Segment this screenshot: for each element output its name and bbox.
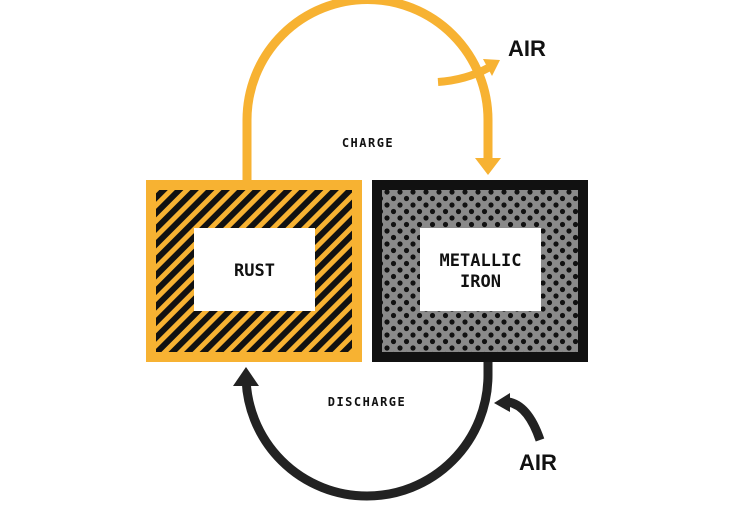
charge-label: CHARGE	[342, 136, 394, 150]
rust-box: RUST	[146, 180, 362, 362]
rust-label: RUST	[234, 261, 275, 281]
air-input-label: AIR	[519, 450, 557, 475]
air-output-label: AIR	[508, 36, 546, 61]
metallic-iron-label-line2: IRON	[460, 272, 501, 292]
discharge-arrow	[233, 360, 493, 501]
discharge-label: DISCHARGE	[328, 395, 407, 409]
discharge-air-in-arrow	[494, 393, 545, 442]
metallic-iron-box: METALLIC IRON	[372, 180, 588, 362]
metallic-iron-label-line1: METALLIC	[440, 251, 522, 271]
charge-arrow	[242, 0, 501, 183]
charge-air-out-arrow	[437, 59, 500, 86]
